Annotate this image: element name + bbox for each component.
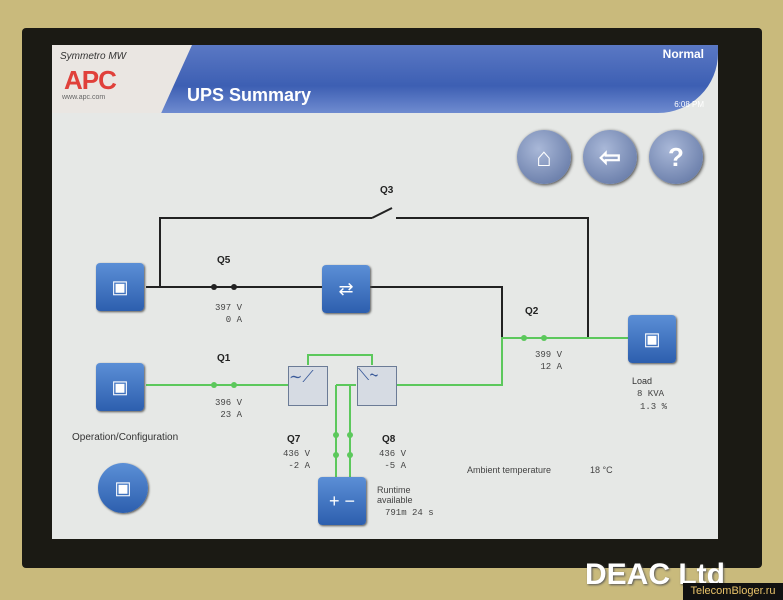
output-current: 12 A <box>540 362 562 372</box>
ups-cabinet-icon: ▣ <box>111 276 129 297</box>
static-switch-icon: ⇄ <box>338 278 354 299</box>
bypass-current: 0 A <box>225 315 242 325</box>
clock: 6:08 PM <box>674 100 704 109</box>
q3-switch <box>371 207 393 219</box>
home-icon: ⌂ <box>536 141 552 172</box>
ups-screen: Symmetro MW APC www.apc.com UPS Summary … <box>52 45 718 539</box>
q7-current: -2 A <box>288 461 310 471</box>
q8-label: Q8 <box>382 434 396 445</box>
q8-current: -5 A <box>384 461 406 471</box>
input-current: 23 A <box>220 410 242 420</box>
bypass-line-out <box>370 286 503 338</box>
bypass-voltage: 397 V <box>214 303 242 313</box>
q3-line-left <box>159 217 372 287</box>
battery-icon: + − <box>328 490 356 511</box>
ambient-temperature-value: 18 °C <box>590 465 613 475</box>
q1-label: Q1 <box>217 353 231 364</box>
ups-cabinet-icon: ▣ <box>643 328 661 349</box>
watermark-site: TelecomBloger.ru <box>683 583 783 600</box>
battery-button[interactable]: + − <box>318 477 366 525</box>
runtime-label: Runtime <box>377 485 411 495</box>
input-voltage: 396 V <box>214 398 242 408</box>
load-button[interactable]: ▣ <box>628 315 676 363</box>
inverter-icon: ⟍∼ <box>358 367 379 384</box>
load-label: Load <box>632 376 653 386</box>
inverter: ⟍∼ <box>357 366 397 406</box>
brand-url: www.apc.com <box>62 94 106 101</box>
static-switch-button[interactable]: ⇄ <box>322 265 370 313</box>
bypass-source-button[interactable]: ▣ <box>96 263 144 311</box>
q8-voltage: 436 V <box>378 449 406 459</box>
operation-configuration-button[interactable]: ▣ <box>98 463 148 513</box>
back-arrow-icon: ⇦ <box>599 141 621 172</box>
q7-label: Q7 <box>287 434 301 445</box>
brand-logo: APC <box>64 65 117 95</box>
help-button[interactable]: ? <box>649 130 703 184</box>
status-text: Normal <box>662 47 704 61</box>
rectifier: ∼⟋ <box>288 366 328 406</box>
home-button[interactable]: ⌂ <box>517 130 571 184</box>
ambient-temperature-label: Ambient temperature <box>467 465 552 475</box>
one-line-diagram <box>146 207 628 485</box>
product-name: Symmetro MW <box>60 51 127 62</box>
available-label: available <box>377 495 413 505</box>
q5-label: Q5 <box>217 255 231 266</box>
load-kva: 8 KVA <box>637 389 665 399</box>
mains-source-button[interactable]: ▣ <box>96 363 144 411</box>
load-percent: 1.3 % <box>640 402 668 412</box>
q3-label: Q3 <box>380 185 394 196</box>
q2-label: Q2 <box>525 306 539 317</box>
output-line <box>395 337 628 386</box>
help-icon: ? <box>668 141 684 172</box>
dc-link <box>307 354 373 365</box>
rectifier-icon: ∼⟋ <box>289 369 314 386</box>
back-button[interactable]: ⇦ <box>583 130 637 184</box>
operation-configuration-label: Operation/Configuration <box>72 432 179 443</box>
output-voltage: 399 V <box>534 350 562 360</box>
q3-line-right <box>396 217 589 338</box>
ups-cabinet-icon: ▣ <box>114 477 132 498</box>
q7-voltage: 436 V <box>282 449 310 459</box>
page-title: UPS Summary <box>187 85 312 105</box>
ups-cabinet-icon: ▣ <box>111 376 129 397</box>
runtime-value: 791m 24 s <box>385 508 434 518</box>
